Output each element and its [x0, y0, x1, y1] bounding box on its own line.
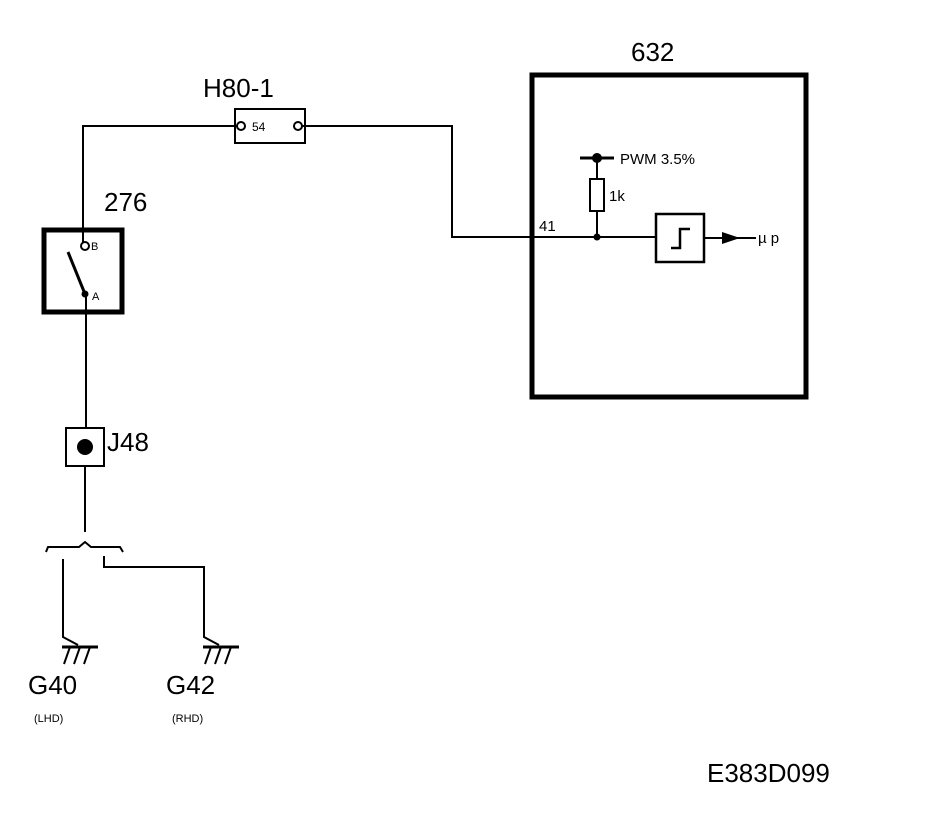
- pullup-label: PWM 3.5%: [620, 151, 695, 168]
- wires: [45, 125, 532, 646]
- wire-to-g42: [103, 556, 220, 646]
- wire-fuse-to-ecu: [300, 125, 532, 238]
- ground-g42: G42 (RHD): [166, 645, 239, 725]
- ground-id-label: G40: [28, 670, 77, 700]
- ground-variant-label: (LHD): [34, 713, 63, 725]
- fuse-terminal-right: [293, 121, 303, 131]
- fuse-body: [234, 108, 306, 144]
- step-symbol: [671, 227, 690, 250]
- ground-variant-label: (RHD): [172, 713, 203, 725]
- connector-j48: J48: [65, 427, 149, 467]
- fuse-terminal-left: [236, 121, 246, 131]
- control-unit-pin-label: 41: [539, 218, 556, 235]
- wire-to-g40: [62, 559, 79, 646]
- control-unit-632: 632 41 PWM 3.5% 1k µ p: [529, 37, 809, 400]
- fuse-h80-1: 54 H80-1: [203, 73, 306, 144]
- ground-id-label: G42: [166, 670, 215, 700]
- switch-pin-a-label: A: [92, 291, 100, 303]
- switch-contact-arm: [66, 251, 87, 295]
- output-arrow-icon: [722, 232, 740, 244]
- variant-bracket: [45, 540, 124, 553]
- resistor-label: 1k: [609, 188, 625, 205]
- switch-276: 276 B A: [41, 187, 147, 315]
- switch-pin-b-label: B: [91, 241, 98, 253]
- switch-terminal-b: [80, 241, 90, 251]
- figure-code: E383D099: [707, 758, 830, 788]
- resistor: [589, 178, 605, 212]
- connector-id-label: J48: [107, 427, 149, 457]
- output-label: µ p: [758, 230, 779, 247]
- ground-g40: G40 (LHD): [28, 645, 98, 725]
- fuse-id-label: H80-1: [203, 73, 274, 103]
- wire-switch-to-fuse: [82, 125, 240, 243]
- connector-pin-dot: [77, 439, 93, 455]
- control-unit-id-label: 632: [631, 37, 674, 67]
- connector-body: [65, 427, 105, 467]
- fuse-pin-label: 54: [252, 120, 266, 134]
- switch-id-label: 276: [104, 187, 147, 217]
- switch-body: [41, 227, 125, 315]
